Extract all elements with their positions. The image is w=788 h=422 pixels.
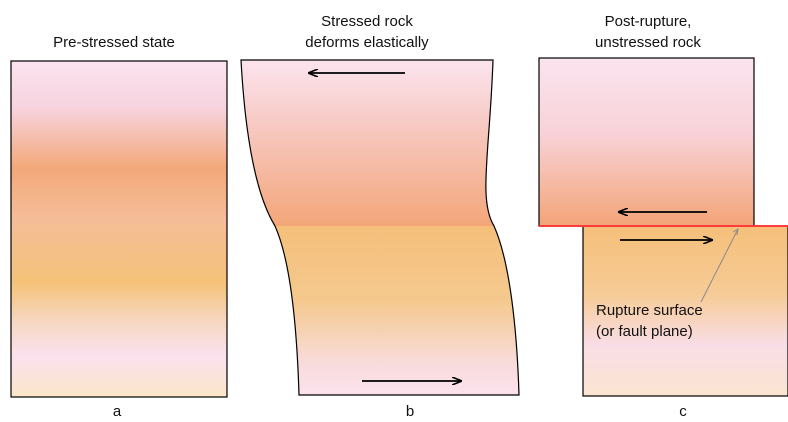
- panel-c-title-line2: unstressed rock: [595, 34, 701, 51]
- lower-rock-block: [582, 225, 788, 397]
- pre-stressed-rock-block: [10, 60, 228, 398]
- panel-a-letter: a: [113, 403, 122, 420]
- panel-b-title-line2: deforms elastically: [305, 34, 429, 51]
- upper-rock-block: [538, 57, 755, 227]
- deformed-rock-outline: [240, 59, 520, 396]
- panel-b-letter: b: [406, 403, 414, 420]
- deformed-rock-upper-half: [241, 60, 494, 226]
- panel-c: Post-rupture, unstressed rock Rupture su…: [538, 13, 788, 420]
- panel-a: Pre-stressed state a: [10, 34, 228, 420]
- rupture-pointer-line: [700, 228, 739, 303]
- panel-b-title-line1: Stressed rock: [321, 13, 413, 30]
- rupture-pointer-arrowhead: [732, 228, 739, 236]
- panel-b: Stressed rock deforms elastically b: [240, 13, 520, 420]
- deformed-rock-lower-half: [275, 226, 519, 395]
- rupture-surface-label: Rupture surface: [596, 302, 703, 319]
- panel-c-letter: c: [679, 403, 687, 420]
- fault-plane-label: (or fault plane): [596, 323, 693, 340]
- panel-a-title: Pre-stressed state: [53, 34, 175, 51]
- panel-c-title-line1: Post-rupture,: [605, 13, 692, 30]
